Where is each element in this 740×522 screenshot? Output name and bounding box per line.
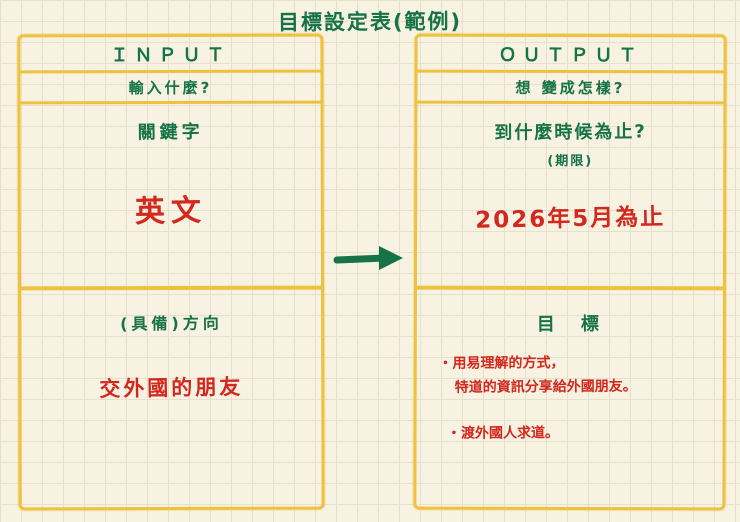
keyword-value: 英文: [134, 193, 208, 230]
direction-value: 交外國的朋友: [99, 374, 244, 402]
input-panel: ＩＮＰＵＴ 輸入什麼? 關鍵字 英文 (具備)方向 交外國的朋友: [17, 33, 325, 511]
deadline-label: 到什麼時候為止?: [494, 121, 647, 144]
input-panel-header: ＩＮＰＵＴ: [20, 36, 321, 74]
keyword-label: 關鍵字: [137, 121, 204, 144]
goal-line-1: ・用易理解的方式，: [438, 355, 565, 372]
deadline-sublabel: (期限): [547, 153, 594, 170]
output-panel: ＯＵＴＰＵＴ 想 變成怎樣? 到什麼時候為止? (期限) 2026年5月為止 目…: [413, 33, 727, 511]
input-direction-section: (具備)方向 交外國的朋友: [21, 290, 322, 508]
input-to-output-arrow-icon: [333, 238, 409, 278]
goal-list: ・用易理解的方式， 特道的資訊分享給外國朋友。 ・渡外國人求道。: [416, 335, 723, 446]
goal-line-2: 特道的資訊分享給外國朋友。: [454, 378, 637, 396]
output-panel-question: 想 變成怎樣?: [417, 72, 724, 105]
deadline-value: 2026年5月為止: [474, 204, 666, 234]
input-keyword-section: 關鍵字 英文: [20, 103, 322, 291]
output-panel-header: ＯＵＴＰＵＴ: [417, 36, 724, 74]
goal-label: 目 標: [536, 313, 603, 336]
output-deadline-section: 到什麼時候為止? (期限) 2026年5月為止: [416, 103, 724, 291]
output-goal-section: 目 標 ・用易理解的方式， 特道的資訊分享給外國朋友。 ・渡外國人求道。: [416, 290, 723, 508]
direction-label: (具備)方向: [119, 313, 223, 334]
input-panel-question: 輸入什麼?: [20, 72, 321, 105]
goal-line-3: ・渡外國人求道。: [446, 424, 559, 442]
